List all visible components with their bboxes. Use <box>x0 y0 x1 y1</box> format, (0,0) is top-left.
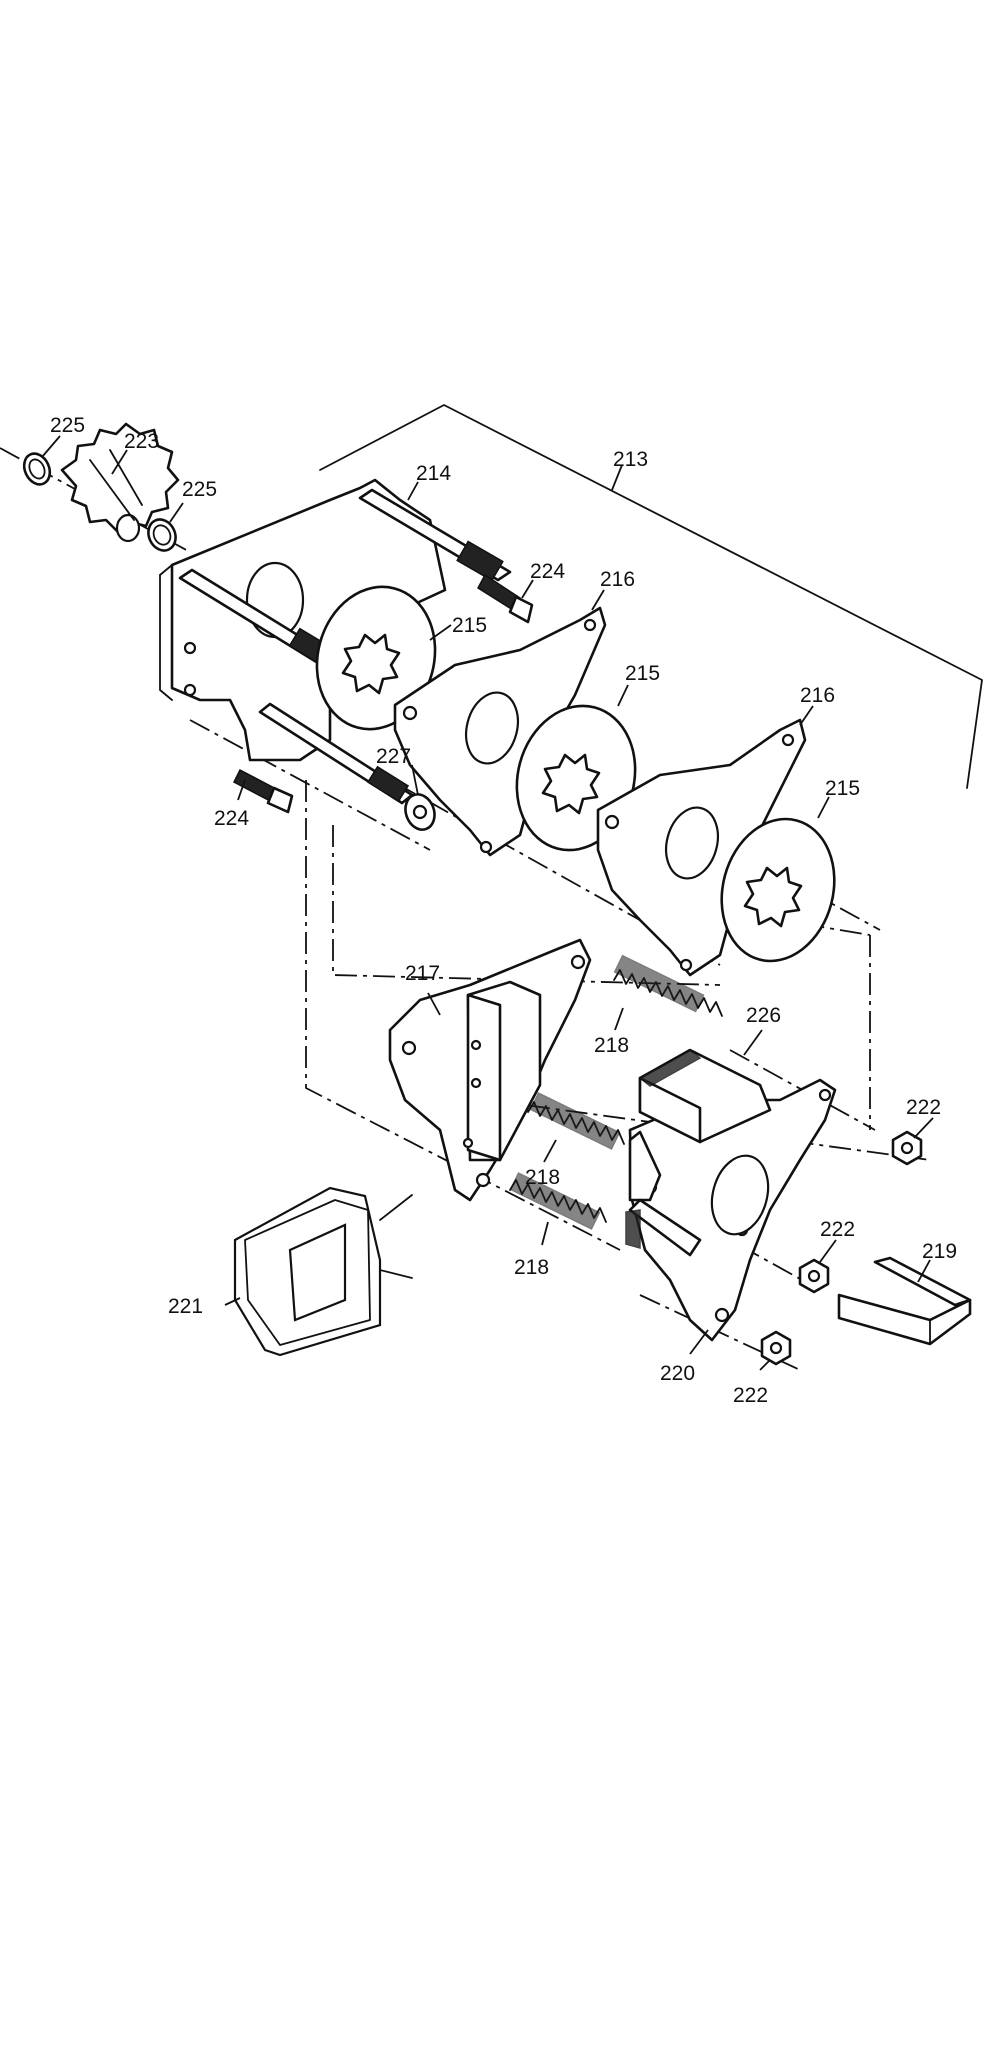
label-225-right: 225 <box>182 478 217 501</box>
callout-labels: 225 223 225 214 213 224 216 215 215 216 … <box>41 414 957 1407</box>
label-224-upper: 224 <box>530 560 565 583</box>
ring-225-left <box>22 452 52 486</box>
label-219: 219 <box>922 1240 957 1263</box>
label-216-second: 216 <box>800 684 835 707</box>
coil-221 <box>233 1186 413 1357</box>
label-214: 214 <box>416 462 451 485</box>
spring-218-bottom <box>509 1172 607 1230</box>
plate-217 <box>388 938 592 1202</box>
label-215-second: 215 <box>625 662 660 685</box>
label-217: 217 <box>405 962 440 985</box>
label-222-middle: 222 <box>820 1218 855 1241</box>
label-221: 221 <box>168 1295 203 1318</box>
assembly-bracket-213 <box>319 404 983 789</box>
label-218-top: 218 <box>594 1034 629 1057</box>
label-218-middle: 218 <box>525 1166 560 1189</box>
rod-227 <box>258 702 436 831</box>
front-frame-plate <box>159 478 447 762</box>
spring-218-middle <box>527 1092 625 1150</box>
label-227: 227 <box>376 745 411 768</box>
label-215-first: 215 <box>452 614 487 637</box>
label-215-third: 215 <box>825 777 860 800</box>
gear-223 <box>60 422 180 543</box>
rod-214 <box>358 488 512 582</box>
label-222-bottom: 222 <box>733 1384 768 1407</box>
pole-226 <box>625 1048 772 1257</box>
clip-219 <box>837 1256 972 1346</box>
label-226: 226 <box>746 1004 781 1027</box>
disc-215-third <box>720 817 836 963</box>
nut-222-top <box>891 1130 923 1166</box>
plate-216-first <box>393 606 607 857</box>
label-220: 220 <box>660 1362 695 1385</box>
screw-224-lower <box>233 768 294 814</box>
nut-222-middle <box>798 1258 830 1294</box>
label-222-top: 222 <box>906 1096 941 1119</box>
label-223: 223 <box>124 430 159 453</box>
label-218-bottom: 218 <box>514 1256 549 1279</box>
disc-215-first <box>315 585 437 731</box>
label-213: 213 <box>613 448 648 471</box>
label-225-left: 225 <box>50 414 85 437</box>
screw-224-upper <box>477 573 534 624</box>
label-224-lower: 224 <box>214 807 249 830</box>
label-216-first: 216 <box>600 568 635 591</box>
spring-218-top <box>613 954 723 1017</box>
ring-225-right <box>147 518 177 552</box>
nut-222-bottom <box>760 1330 792 1366</box>
